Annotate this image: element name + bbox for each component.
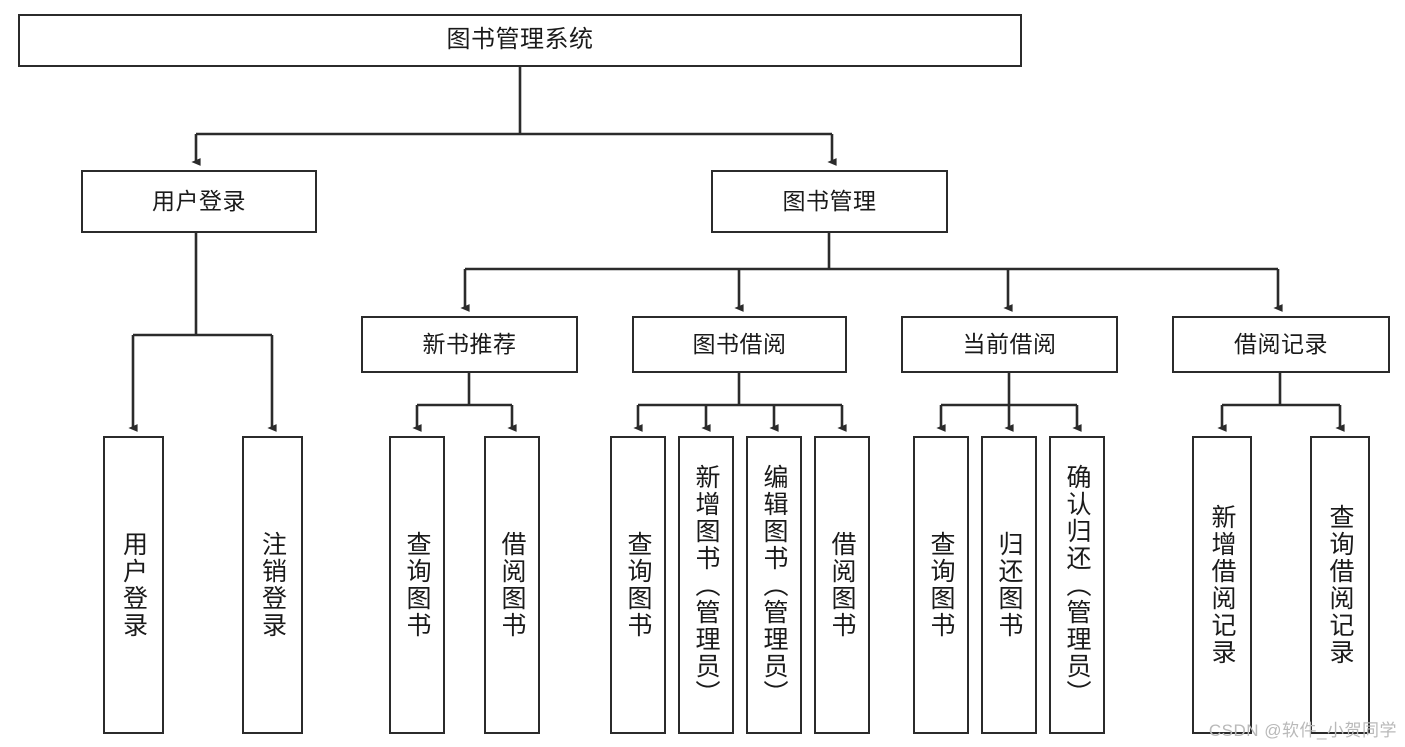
leaf-book-borrow-edit-book-admin[interactable]: 编辑图书（管理员） [746, 436, 802, 734]
node-label: 用户登录 [152, 187, 246, 214]
leaf-current-borrow-return-book[interactable]: 归还图书 [981, 436, 1037, 734]
node-label: 图书借阅 [692, 330, 787, 357]
node-label: 新书推荐 [422, 330, 517, 357]
leaf-book-borrow-add-book-admin[interactable]: 新增图书（管理员） [678, 436, 734, 734]
leaf-current-borrow-query-book[interactable]: 查询图书 [913, 436, 969, 734]
node-label: 编辑图书（管理员） [760, 463, 788, 707]
leaf-current-borrow-confirm-return-admin[interactable]: 确认归还（管理员） [1049, 436, 1105, 734]
leaf-book-borrow-borrow-book[interactable]: 借阅图书 [814, 436, 870, 734]
node-label: 归还图书 [995, 531, 1023, 639]
node-label: 查询图书 [927, 531, 955, 639]
node-label: 确认归还（管理员） [1063, 463, 1091, 707]
node-label: 新增图书（管理员） [692, 463, 720, 707]
leaf-borrow-record-query-record[interactable]: 查询借阅记录 [1310, 436, 1370, 734]
node-book-management[interactable]: 图书管理 [711, 170, 948, 233]
node-label: 借阅图书 [828, 531, 856, 639]
node-new-book-recommendation[interactable]: 新书推荐 [361, 316, 578, 373]
leaf-user-login-login[interactable]: 用户登录 [103, 436, 164, 734]
node-label: 新增借阅记录 [1208, 504, 1236, 666]
node-label: 当前借阅 [962, 330, 1057, 357]
node-label: 查询图书 [403, 531, 431, 639]
node-book-borrowing[interactable]: 图书借阅 [632, 316, 847, 373]
node-current-borrowing[interactable]: 当前借阅 [901, 316, 1118, 373]
node-label: 注销登录 [258, 531, 287, 639]
leaf-borrow-record-add-record[interactable]: 新增借阅记录 [1192, 436, 1252, 734]
node-label: 图书管理 [782, 187, 877, 214]
leaf-user-login-logout[interactable]: 注销登录 [242, 436, 303, 734]
node-label: 查询图书 [624, 531, 652, 639]
leaf-book-borrow-query-book[interactable]: 查询图书 [610, 436, 666, 734]
node-root-book-management-system[interactable]: 图书管理系统 [18, 14, 1022, 67]
node-label: 图书管理系统 [446, 26, 594, 54]
node-borrowing-record[interactable]: 借阅记录 [1172, 316, 1390, 373]
node-label: 借阅记录 [1234, 330, 1328, 357]
leaf-new-book-query-book[interactable]: 查询图书 [389, 436, 445, 734]
node-label: 用户登录 [119, 531, 148, 639]
leaf-new-book-borrow-book[interactable]: 借阅图书 [484, 436, 540, 734]
node-user-login[interactable]: 用户登录 [81, 170, 317, 233]
node-label: 借阅图书 [498, 531, 526, 639]
node-label: 查询借阅记录 [1326, 504, 1354, 666]
